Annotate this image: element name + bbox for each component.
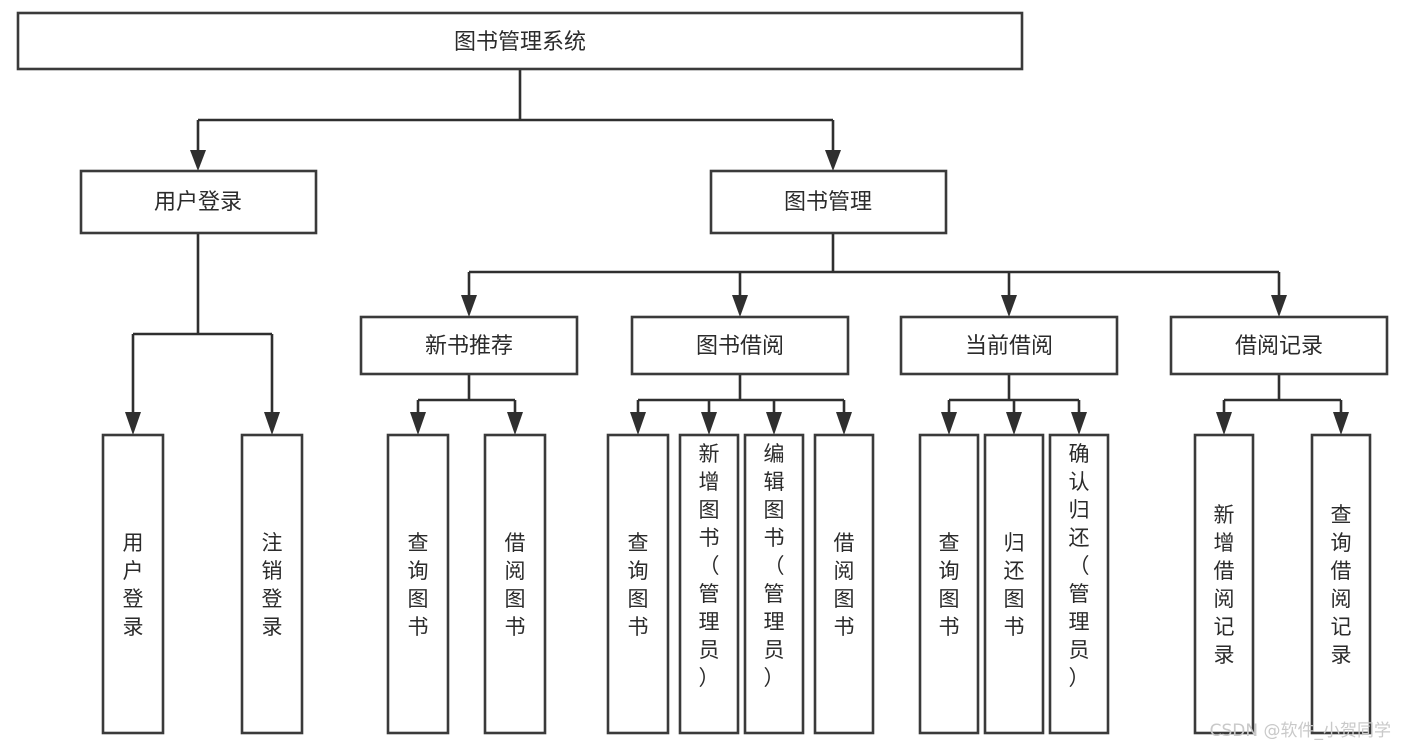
leaf-node-box[interactable] bbox=[678, 433, 740, 735]
arrow-head-leaf-edit-book-admin bbox=[766, 412, 782, 435]
leaf-node[interactable]: 查询图书 bbox=[918, 433, 980, 735]
leaf-node-label: 借阅图书 bbox=[505, 531, 526, 639]
leaf-node-box[interactable] bbox=[983, 433, 1045, 735]
node-user-login[interactable]: 用户登录 bbox=[79, 169, 318, 235]
leaf-node-label: 归还图书 bbox=[1004, 531, 1025, 639]
leaf-node[interactable]: 查询借阅记录 bbox=[1310, 433, 1372, 735]
node-root[interactable]: 图书管理系统 bbox=[16, 11, 1024, 71]
node-new-book-recommend[interactable]: 新书推荐 bbox=[359, 315, 579, 376]
leaf-node-box[interactable] bbox=[1193, 433, 1255, 735]
leaf-node-box[interactable] bbox=[813, 433, 875, 735]
leaf-node[interactable]: 编辑图书（管理员） bbox=[743, 433, 805, 735]
arrow-head-leaf-add-borrow-record bbox=[1216, 412, 1232, 435]
arrow-head-leaf-return-book bbox=[1006, 412, 1022, 435]
leaf-node[interactable]: 查询图书 bbox=[606, 433, 670, 735]
leaf-node-label: 查询图书 bbox=[408, 531, 429, 639]
leaf-node-layer: 用户登录 注销登录 查询图书 借阅图书 查询图书 新增图书（管理员） 编辑图书（管理员） 借阅… bbox=[101, 433, 1372, 735]
arrow-head-leaf-query-book bbox=[630, 412, 646, 435]
arrow-head-book-borrow bbox=[732, 295, 748, 317]
leaf-node[interactable]: 查询图书 bbox=[386, 433, 450, 735]
node-layer: 图书管理系统 用户登录 图书管理 新书推荐 图书借阅 当前借阅 借阅记录 bbox=[16, 11, 1389, 735]
leaf-node-box[interactable] bbox=[1048, 433, 1110, 735]
arrow-head-leaf-query-book-current bbox=[941, 412, 957, 435]
leaf-node-label: 确认归还（管理员） bbox=[1069, 442, 1090, 690]
arrow-head-borrow-records bbox=[1271, 295, 1287, 317]
leaf-node-label: 借阅图书 bbox=[834, 531, 855, 639]
leaf-node-label: 新增借阅记录 bbox=[1214, 503, 1235, 667]
arrow-head-leaf-query-borrow-record bbox=[1333, 412, 1349, 435]
leaf-node-box[interactable] bbox=[101, 433, 165, 735]
leaf-node[interactable]: 借阅图书 bbox=[483, 433, 547, 735]
arrow-head-leaf-user-login bbox=[125, 412, 141, 435]
leaf-node-box[interactable] bbox=[240, 433, 304, 735]
leaf-node[interactable]: 用户登录 bbox=[101, 433, 165, 735]
arrow-head-leaf-query-book-recommend bbox=[410, 412, 426, 435]
arrow-head-leaf-borrow-book-recommend bbox=[507, 412, 523, 435]
node-borrow-records[interactable]: 借阅记录 bbox=[1169, 315, 1389, 376]
leaf-node-box[interactable] bbox=[918, 433, 980, 735]
leaf-node-label: 查询图书 bbox=[939, 531, 960, 639]
node-book-management-label: 图书管理 bbox=[784, 190, 872, 215]
leaf-node-label: 用户登录 bbox=[123, 531, 144, 639]
arrow-head-leaf-logout bbox=[264, 412, 280, 435]
leaf-node[interactable]: 新增借阅记录 bbox=[1193, 433, 1255, 735]
leaf-node[interactable]: 归还图书 bbox=[983, 433, 1045, 735]
leaf-node-label: 查询借阅记录 bbox=[1331, 503, 1352, 667]
node-root-label: 图书管理系统 bbox=[454, 30, 586, 55]
node-book-management[interactable]: 图书管理 bbox=[709, 169, 948, 235]
leaf-node[interactable]: 确认归还（管理员） bbox=[1048, 433, 1110, 735]
leaf-node-box[interactable] bbox=[386, 433, 450, 735]
node-root-box[interactable] bbox=[16, 11, 1024, 71]
node-current-borrow-box[interactable] bbox=[899, 315, 1119, 376]
node-current-borrow-label: 当前借阅 bbox=[965, 334, 1053, 359]
leaf-node[interactable]: 注销登录 bbox=[240, 433, 304, 735]
node-book-management-box[interactable] bbox=[709, 169, 948, 235]
arrow-head-new-book-recommend bbox=[461, 295, 477, 317]
leaf-node-box[interactable] bbox=[606, 433, 670, 735]
leaf-node-box[interactable] bbox=[1310, 433, 1372, 735]
node-user-login-label: 用户登录 bbox=[154, 190, 242, 215]
node-current-borrow[interactable]: 当前借阅 bbox=[899, 315, 1119, 376]
node-book-borrow-label: 图书借阅 bbox=[696, 334, 784, 359]
leaf-node-box[interactable] bbox=[483, 433, 547, 735]
node-new-book-recommend-label: 新书推荐 bbox=[425, 334, 513, 359]
arrow-head-user-login bbox=[190, 150, 206, 171]
leaf-node-label: 查询图书 bbox=[628, 531, 649, 639]
arrow-head-leaf-confirm-return-admin bbox=[1071, 412, 1087, 435]
node-borrow-records-box[interactable] bbox=[1169, 315, 1389, 376]
leaf-node[interactable]: 借阅图书 bbox=[813, 433, 875, 735]
node-user-login-box[interactable] bbox=[79, 169, 318, 235]
node-book-borrow[interactable]: 图书借阅 bbox=[630, 315, 850, 376]
node-borrow-records-label: 借阅记录 bbox=[1235, 334, 1323, 359]
arrow-head-leaf-borrow-book bbox=[836, 412, 852, 435]
connector-layer bbox=[125, 69, 1349, 435]
node-new-book-recommend-box[interactable] bbox=[359, 315, 579, 376]
arrow-head-current-borrow bbox=[1001, 295, 1017, 317]
leaf-node-box[interactable] bbox=[743, 433, 805, 735]
leaf-node-label: 新增图书（管理员） bbox=[699, 442, 720, 690]
arrow-head-book-management bbox=[825, 150, 841, 171]
leaf-node[interactable]: 新增图书（管理员） bbox=[678, 433, 740, 735]
leaf-node-label: 注销登录 bbox=[262, 531, 283, 639]
csdn-watermark: CSDN @软件_小贺同学 bbox=[1209, 721, 1391, 741]
arrow-head-leaf-add-book-admin bbox=[701, 412, 717, 435]
leaf-node-label: 编辑图书（管理员） bbox=[764, 442, 785, 690]
node-book-borrow-box[interactable] bbox=[630, 315, 850, 376]
